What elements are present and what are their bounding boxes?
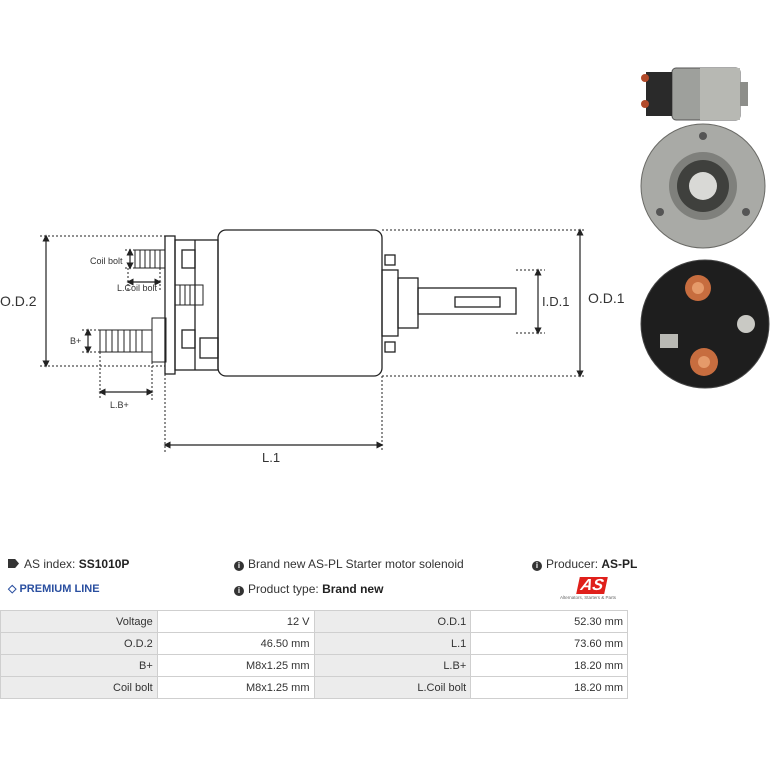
- as-pl-logo: AS Alternators, Starters & Parts: [560, 577, 630, 603]
- producer-label: Producer:: [546, 557, 599, 571]
- dimension-arrows: [42, 228, 584, 449]
- product-type-label: Product type:: [248, 582, 319, 596]
- extension-lines: [40, 229, 586, 452]
- b-plus-bolt-drawing: [99, 317, 167, 363]
- as-index-label: AS index:: [24, 557, 76, 571]
- producer-value: AS-PL: [601, 557, 638, 571]
- spec-value: 18.20 mm: [470, 654, 628, 677]
- spec-value: M8x1.25 mm: [156, 654, 315, 677]
- spec-label: L.Coil bolt: [313, 676, 472, 699]
- premium-line-label: PREMIUM LINE: [19, 583, 100, 595]
- spec-label: O.D.2: [0, 632, 158, 655]
- solenoid-side-photo: [641, 67, 748, 121]
- spec-label: L.B+: [313, 654, 472, 677]
- spec-value: 46.50 mm: [156, 632, 315, 655]
- logo-mark: AS: [576, 577, 609, 594]
- solenoid-body-outline: [164, 229, 517, 377]
- l-coil-bolt-label: L.Coil bolt: [117, 283, 158, 293]
- product-type: i Product type: Brand new: [234, 582, 383, 596]
- spec-label: O.D.1: [313, 610, 472, 633]
- id1-label: I.D.1: [542, 294, 569, 309]
- logo-tagline: Alternators, Starters & Parts: [560, 595, 617, 600]
- as-index-value: SS1010P: [78, 557, 130, 571]
- spec-label: L.1: [313, 632, 472, 655]
- spec-value: 73.60 mm: [470, 632, 628, 655]
- table-row: Voltage 12 V O.D.1 52.30 mm: [0, 610, 628, 633]
- description-text: Brand new AS-PL Starter motor solenoid: [248, 557, 464, 571]
- info-icon: i: [234, 586, 244, 596]
- solenoid-technical-drawing: O.D.2 O.D.1 I.D.1 L.1 L.B+ B+ Coil bolt …: [0, 67, 770, 465]
- table-row: B+ M8x1.25 mm L.B+ 18.20 mm: [0, 654, 628, 677]
- lb-label: L.B+: [110, 400, 129, 410]
- product-description: i Brand new AS-PL Starter motor solenoid: [234, 557, 464, 571]
- table-row: Coil bolt M8x1.25 mm L.Coil bolt 18.20 m…: [0, 676, 628, 699]
- l1-label: L.1: [262, 450, 280, 465]
- bplus-label: B+: [70, 336, 81, 346]
- producer: i Producer: AS-PL: [532, 557, 637, 571]
- solenoid-rear-photo: [640, 259, 770, 389]
- diamond-icon: ◇: [8, 583, 17, 595]
- od1-label: O.D.1: [588, 290, 625, 306]
- coil-bolt-label: Coil bolt: [90, 256, 123, 266]
- info-icon: i: [234, 561, 244, 571]
- spec-value: 18.20 mm: [470, 676, 628, 699]
- as-index: AS index: SS1010P: [8, 557, 129, 571]
- specs-table: Voltage 12 V O.D.1 52.30 mm O.D.2 46.50 …: [0, 610, 628, 699]
- spec-value: M8x1.25 mm: [156, 676, 315, 699]
- product-type-value: Brand new: [322, 582, 384, 596]
- od2-label: O.D.2: [0, 293, 37, 309]
- spec-value: 12 V: [156, 610, 315, 633]
- spec-label: B+: [0, 654, 158, 677]
- premium-line-badge[interactable]: ◇PREMIUM LINE: [8, 582, 100, 595]
- coil-bolt-drawing: [134, 249, 204, 306]
- spec-label: Coil bolt: [0, 676, 158, 699]
- table-row: O.D.2 46.50 mm L.1 73.60 mm: [0, 632, 628, 655]
- solenoid-front-photo: [640, 123, 766, 249]
- spec-value: 52.30 mm: [470, 610, 628, 633]
- info-icon: i: [532, 561, 542, 571]
- tag-icon: [8, 559, 19, 568]
- spec-label: Voltage: [0, 610, 158, 633]
